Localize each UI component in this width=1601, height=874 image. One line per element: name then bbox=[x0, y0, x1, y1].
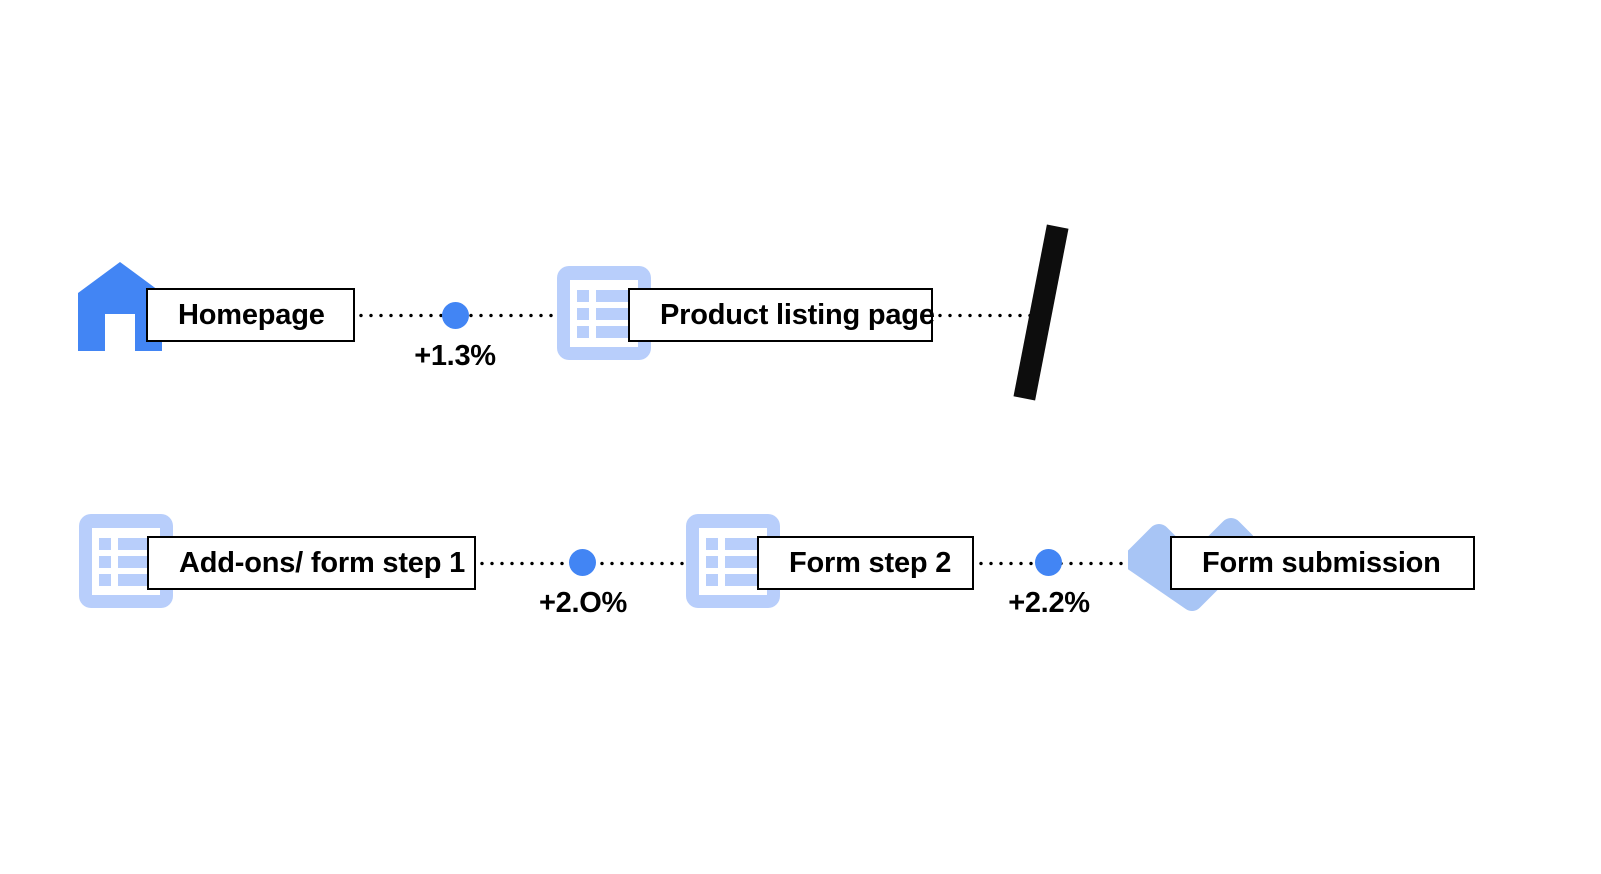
step-box-form-step-2[interactable]: Form step 2 bbox=[757, 536, 974, 590]
connector-step2-to-submission bbox=[976, 561, 1161, 566]
step-label-homepage: Homepage bbox=[178, 298, 325, 331]
list-icon-product-listing bbox=[557, 266, 651, 360]
connector-dot-2[interactable] bbox=[569, 549, 596, 576]
step-box-product-listing-page[interactable]: Product listing page bbox=[628, 288, 935, 342]
connector-plp-to-break bbox=[935, 313, 1037, 318]
step-box-form-submission[interactable]: Form submission bbox=[1170, 536, 1475, 590]
connector-percent-3: +2.2% bbox=[1008, 587, 1090, 619]
connector-percent-2: +2.O% bbox=[539, 587, 627, 619]
step-box-homepage[interactable]: Homepage bbox=[146, 288, 355, 342]
connector-percent-1: +1.3% bbox=[414, 340, 496, 372]
connector-dot-3[interactable] bbox=[1035, 549, 1062, 576]
connector-addons-to-step2 bbox=[477, 561, 732, 566]
step-label-add-ons-form-step-1: Add-ons/ form step 1 bbox=[179, 546, 466, 579]
step-label-form-submission: Form submission bbox=[1202, 546, 1441, 579]
list-icon-form-step-2 bbox=[686, 514, 780, 608]
connector-dot-1[interactable] bbox=[442, 302, 469, 329]
house-icon bbox=[78, 262, 162, 351]
step-label-form-step-2: Form step 2 bbox=[789, 546, 952, 579]
step-box-add-ons-form-step-1[interactable]: Add-ons/ form step 1 bbox=[147, 536, 476, 590]
connector-homepage-to-plp bbox=[356, 313, 606, 318]
step-label-product-listing-page: Product listing page bbox=[660, 298, 935, 331]
